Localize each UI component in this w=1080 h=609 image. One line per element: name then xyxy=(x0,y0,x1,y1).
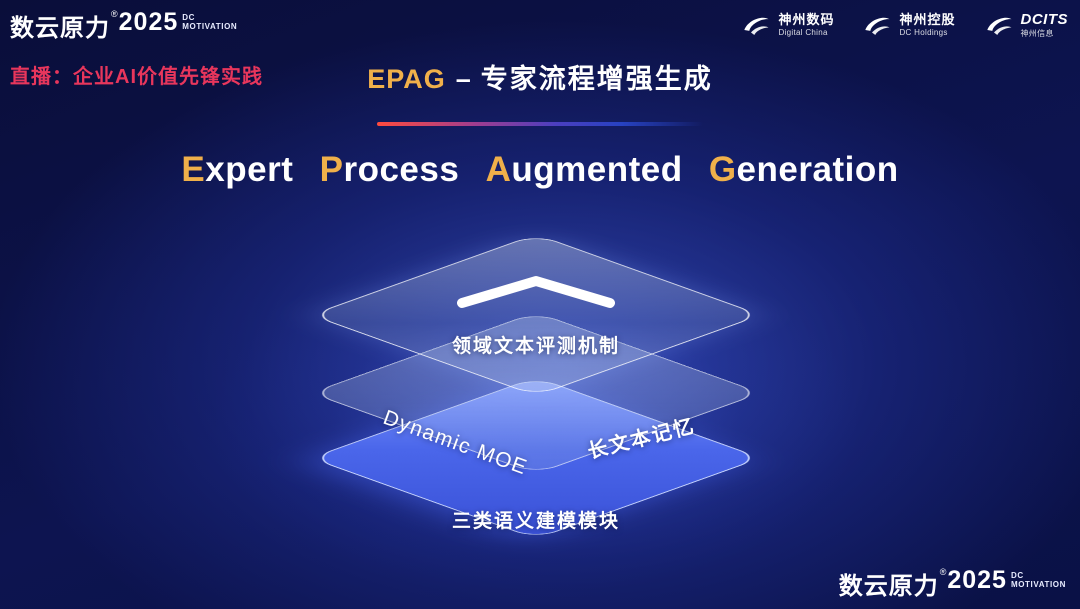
brand-registered-mark: ® xyxy=(111,9,118,19)
partner-name-en: DC Holdings xyxy=(899,28,948,37)
live-stream-label: 直播：企业AI价值先锋实践 xyxy=(10,66,263,88)
brand-tagline-line1: DC xyxy=(182,13,196,22)
slide-title: EPAG–专家流程增强生成 xyxy=(0,57,1080,96)
partner-dc-holdings: 神州控股 DC Holdings xyxy=(862,10,955,40)
partner-digital-china: 神州数码 Digital China xyxy=(741,10,834,40)
partner-name-cn: 神州数码 xyxy=(778,12,835,28)
partner-text: DCITS 神州信息 xyxy=(1021,11,1069,39)
footer-tagline-line2: MOTIVATION xyxy=(1010,580,1066,590)
footer-brand-tagline: DC MOTIVATION xyxy=(1011,571,1066,589)
swoosh-logo-icon xyxy=(984,10,1014,40)
main-english-title: Expert Process Augmented Generation xyxy=(0,150,1080,190)
partner-name-main: DCITS xyxy=(1020,11,1068,29)
slide-title-accent: EPAG xyxy=(367,64,446,94)
brand-name: 数云原力 xyxy=(10,15,110,42)
title-word: Augmented xyxy=(485,150,683,189)
brand-tagline-line2: MOTIVATION xyxy=(182,22,238,32)
footer-brand-name: 数云原力 xyxy=(838,573,939,600)
partner-name-en: Digital China xyxy=(778,28,828,37)
footer-registered-mark: ® xyxy=(939,567,947,577)
top-layer-label: 领域文本评测机制 xyxy=(451,336,620,357)
bottom-layer-label: 三类语义建模模块 xyxy=(451,511,620,532)
gradient-divider xyxy=(377,122,703,126)
chevron-up-icon xyxy=(452,272,620,317)
footer-tagline-line1: DC xyxy=(1010,571,1024,580)
title-word: Process xyxy=(319,150,460,189)
partner-logos: 神州数码 Digital China 神州控股 DC Holdings DCIT… xyxy=(741,10,1068,40)
partner-text: 神州控股 DC Holdings xyxy=(899,12,955,37)
swoosh-logo-icon xyxy=(741,10,771,40)
slide-title-chinese: 专家流程增强生成 xyxy=(480,64,713,94)
title-word: Generation xyxy=(708,150,899,189)
brand-year: 2025 xyxy=(118,8,179,36)
partner-name-sub: 神州信息 xyxy=(1020,29,1054,39)
title-word: Expert xyxy=(181,150,294,189)
footer-brand-logo: 数云原力®2025 DC MOTIVATION xyxy=(839,566,1066,601)
partner-dcits: DCITS 神州信息 xyxy=(984,10,1069,40)
brand-tagline: DC MOTIVATION xyxy=(182,13,237,31)
partner-name-cn: 神州控股 xyxy=(899,12,956,28)
slide-title-separator: – xyxy=(455,64,471,94)
partner-text: 神州数码 Digital China xyxy=(778,12,834,37)
swoosh-logo-icon xyxy=(862,10,892,40)
footer-brand-year: 2025 xyxy=(947,566,1007,594)
brand-logo: 数云原力®2025 DC MOTIVATION xyxy=(10,8,237,43)
